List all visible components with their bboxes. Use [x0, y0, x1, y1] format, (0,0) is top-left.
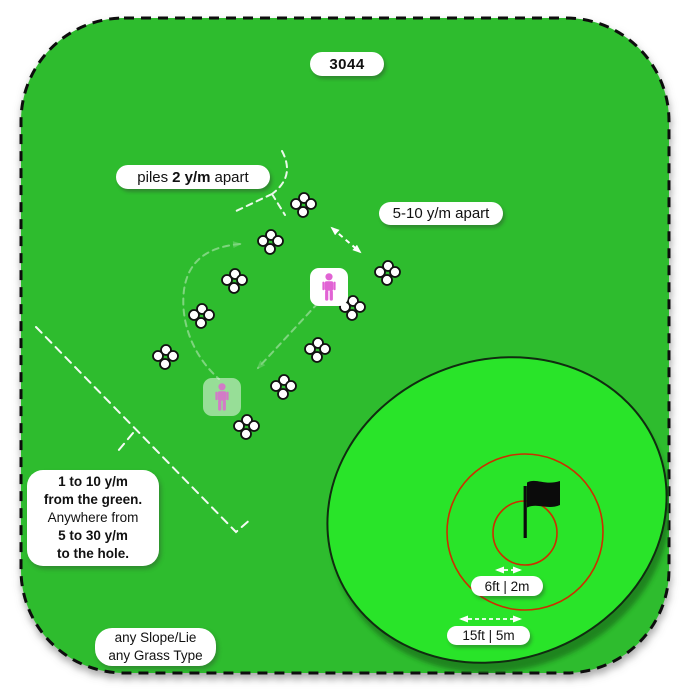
- ball-piles: [152, 192, 401, 440]
- drop-zone-tick: [117, 432, 134, 452]
- conditions-note: any Slope/Lie any Grass Type: [95, 628, 216, 666]
- golf-ball-pile: [152, 344, 179, 370]
- players: [203, 268, 348, 416]
- golf-ball: [159, 358, 171, 370]
- group-spacing-text: 5-10 y/m apart: [392, 205, 490, 222]
- note-line: from the green.: [43, 492, 143, 507]
- measure-arrows: [330, 226, 522, 623]
- golf-ball-pile: [233, 414, 260, 440]
- flag-icon: [523, 480, 560, 538]
- golf-ball: [264, 243, 276, 255]
- golf-ball: [240, 428, 252, 440]
- boundary-dashes: [35, 150, 289, 534]
- golf-ball: [304, 343, 316, 355]
- note-line: Anywhere from: [47, 510, 139, 525]
- pile-label-suffix: apart: [214, 168, 249, 186]
- pile-area-marks: [233, 150, 289, 216]
- golf-ball: [305, 198, 317, 210]
- golf-ball-pile: [221, 268, 248, 294]
- inner-radius-text: 6ft | 2m: [484, 578, 530, 594]
- pile-label-prefix: piles: [137, 168, 169, 186]
- golf-ball: [195, 317, 207, 329]
- outer-radius-text: 15ft | 5m: [462, 628, 515, 643]
- golf-ball-pile: [304, 337, 331, 363]
- drill-number-badge: 3044: [310, 52, 384, 76]
- golf-ball-pile: [188, 303, 215, 329]
- player-active: [310, 268, 348, 306]
- golf-ball: [203, 309, 215, 321]
- player-ghost: [203, 378, 241, 416]
- golf-ball: [152, 350, 164, 362]
- golf-ball-pile: [339, 295, 366, 321]
- golf-ball: [354, 301, 366, 313]
- golf-ball-pile: [257, 229, 284, 255]
- golf-ball: [188, 309, 200, 321]
- target-circle-outer: [446, 453, 604, 611]
- drop-zone-line: [35, 326, 253, 534]
- golf-ball: [290, 198, 302, 210]
- note-line: 1 to 10 y/m: [58, 474, 128, 489]
- golf-ball: [381, 274, 393, 286]
- golf-ball: [221, 274, 233, 286]
- golf-ball: [272, 235, 284, 247]
- conditions-line: any Slope/Lie: [114, 630, 197, 645]
- green-distance-note: 1 to 10 y/m from the green. Anywhere from 5…: [27, 470, 159, 566]
- golf-ball-pile: [374, 260, 401, 286]
- walk-paths: [182, 241, 319, 380]
- golf-ball: [236, 274, 248, 286]
- drill-number-text: 3044: [329, 55, 365, 73]
- note-line: to the hole.: [57, 546, 129, 561]
- golf-ball: [297, 206, 309, 218]
- golf-ball: [389, 266, 401, 278]
- pile-label-value: 2 y/m: [172, 168, 211, 186]
- golf-ball-pile: [290, 192, 317, 218]
- golf-ball: [167, 350, 179, 362]
- golf-ball: [228, 282, 240, 294]
- walk-path-loop: [182, 241, 242, 380]
- golf-ball-pile: [270, 374, 297, 400]
- golf-ball: [277, 388, 289, 400]
- golf-ball: [257, 235, 269, 247]
- golf-ball: [270, 380, 282, 392]
- golf-ball: [233, 420, 245, 432]
- pile-spacing-arrow: [330, 226, 362, 254]
- golf-ball: [374, 266, 386, 278]
- walk-path-to-ghost: [256, 302, 319, 370]
- note-line: 5 to 30 y/m: [58, 528, 128, 543]
- group-spacing-label: 5-10 y/m apart: [379, 202, 503, 225]
- golf-ball: [311, 351, 323, 363]
- outer-radius-label: 15ft | 5m: [447, 626, 530, 645]
- golf-ball: [285, 380, 297, 392]
- golf-ball: [248, 420, 260, 432]
- golf-ball: [319, 343, 331, 355]
- conditions-line: any Grass Type: [108, 648, 203, 663]
- golf-ball: [346, 309, 358, 321]
- inner-radius-label: 6ft | 2m: [471, 576, 543, 596]
